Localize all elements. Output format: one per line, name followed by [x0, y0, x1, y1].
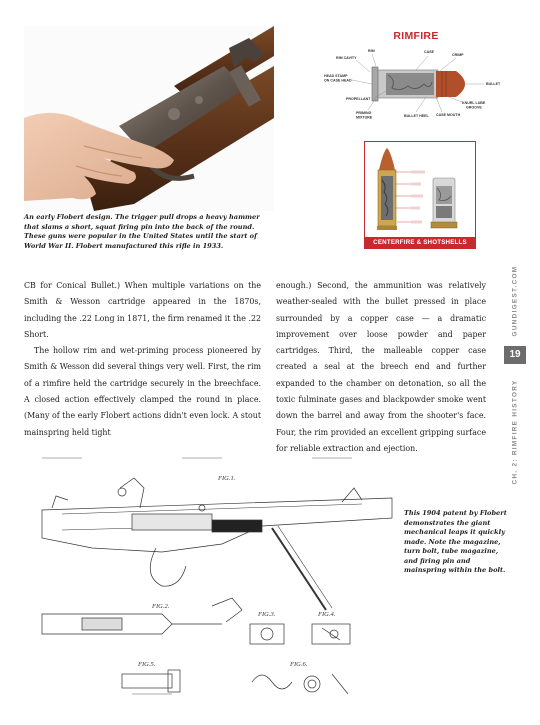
patent-drawing: FIG.1. FIG.2. FIG.3. FIG.4. FIG.5. FIG.6…	[22, 448, 394, 710]
page-number: 19	[504, 346, 526, 364]
site-name: GUNDIGEST.COM	[511, 265, 519, 337]
body-paragraph: enough.) Second, the ammunition was rela…	[276, 281, 486, 453]
fig-label-1: FIG.1.	[217, 475, 236, 482]
label-headstamp: HEAD STAMP	[324, 74, 348, 78]
label-headstamp-2: ON CASE HEAD	[324, 79, 352, 83]
body-paragraph: The hollow rim and wet-priming process p…	[24, 346, 261, 437]
label-knurl-2: GROOVE	[466, 106, 482, 110]
label-rim: RIM	[368, 49, 375, 53]
centerfire-box: CENTERFIRE & SHOTSHELLS	[364, 141, 476, 249]
label-knurl: KNURL LUBE	[462, 101, 486, 105]
chapter-name: CH. 2: RIMFIRE HISTORY	[511, 379, 519, 485]
rimfire-cartridge-illustration: RIM CASE RIM CAVITY CRIMP HEAD STAMP ON …	[324, 49, 501, 120]
fig-label-2: FIG.2.	[151, 603, 170, 610]
rifle-photo-illustration	[24, 26, 274, 211]
label-bullet-heel: BULLET HEEL	[404, 114, 430, 118]
label-priming: PRIMING	[356, 111, 372, 115]
patent-caption: This 1904 patent by Flobert demonstrates…	[404, 509, 507, 574]
body-paragraph: CB for Conical Bullet.) When multiple va…	[24, 281, 261, 339]
label-priming-2: MIXTURE	[356, 116, 373, 120]
label-crimp: CRIMP	[452, 53, 464, 57]
centerfire-title: CENTERFIRE & SHOTSHELLS	[365, 237, 475, 248]
label-rim-cavity: RIM CAVITY	[336, 56, 357, 60]
running-header-site: GUNDIGEST.COM	[504, 258, 526, 344]
photo-caption: An early Flobert design. The trigger pul…	[24, 213, 260, 250]
rimfire-diagram: RIMFIRE RIM CASE RIM CAVITY CRIMP HEAD S…	[316, 30, 516, 142]
body-column-right: enough.) Second, the ammunition was rela…	[276, 278, 486, 457]
fig-label-5: FIG.5.	[137, 661, 156, 668]
centerfire-shotshell-illustration	[377, 148, 458, 230]
label-propellant: PROPELLANT	[346, 97, 371, 101]
label-bullet: BULLET	[486, 82, 501, 86]
flobert-rifle-photo	[24, 26, 274, 211]
body-column-left: CB for Conical Bullet.) When multiple va…	[24, 278, 261, 441]
fig-label-6: FIG.6.	[289, 661, 308, 668]
rimfire-title: RIMFIRE	[393, 30, 439, 42]
label-case-mouth: CASE MOUTH	[436, 113, 461, 117]
running-header-chapter: CH. 2: RIMFIRE HISTORY	[504, 368, 526, 496]
label-case: CASE	[424, 50, 435, 54]
fig-label-4: FIG.4.	[317, 611, 336, 618]
patent-illustration: FIG.1. FIG.2. FIG.3. FIG.4. FIG.5. FIG.6…	[41, 457, 393, 695]
fig-label-3: FIG.3.	[257, 611, 276, 618]
